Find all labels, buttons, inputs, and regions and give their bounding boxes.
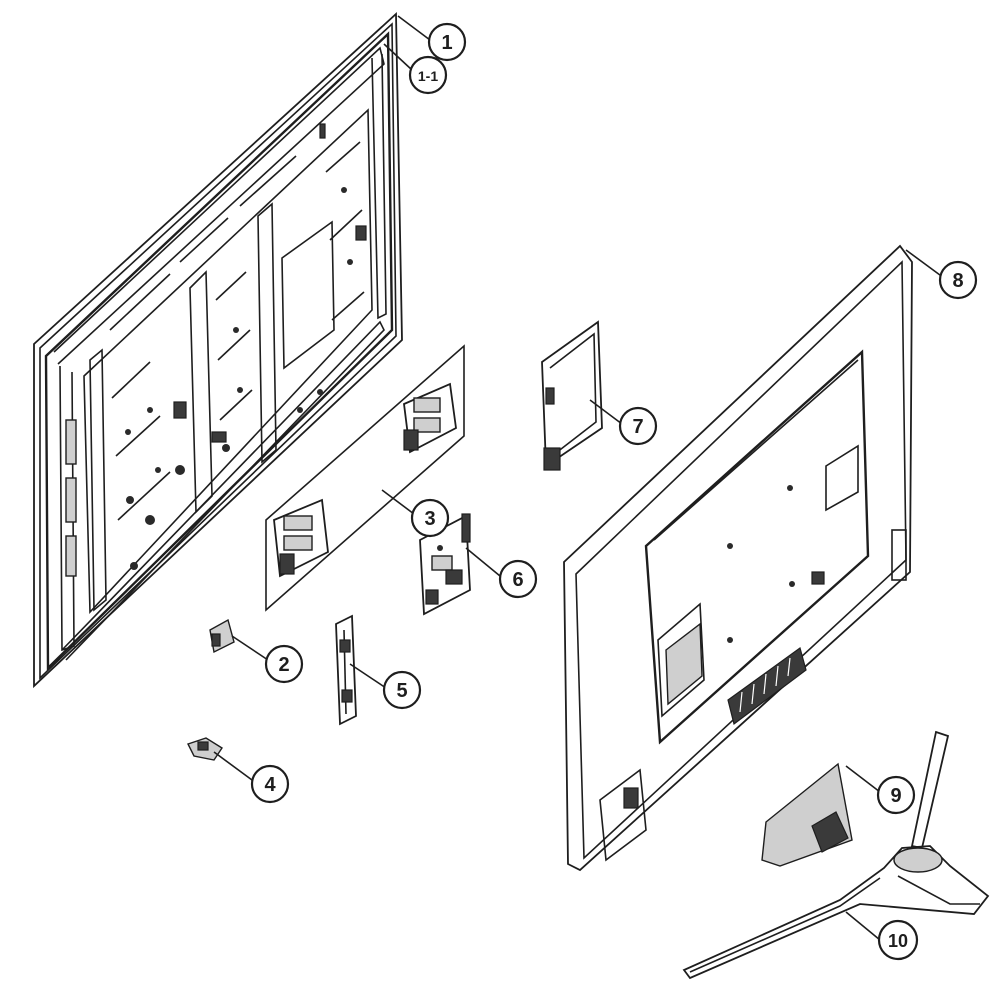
part-3-board-upper (403, 382, 457, 454)
part-8-back-cover (563, 244, 913, 872)
callout-5-label: 5 (396, 680, 407, 702)
callout-10-label: 10 (888, 931, 908, 951)
callout-4-label: 4 (264, 774, 276, 796)
callout-2-label: 2 (278, 654, 289, 676)
callout-1: 1 (427, 22, 467, 62)
part-6-main-board (419, 513, 471, 616)
part-4-clip (187, 737, 223, 761)
callout-7: 7 (618, 406, 658, 446)
callout-3-label: 3 (424, 508, 435, 530)
callout-8: 8 (938, 260, 978, 300)
callout-2: 2 (264, 644, 304, 684)
part-10-stand-base (682, 730, 990, 980)
part-9-stand-neck (761, 762, 853, 867)
callout-1-1-label: 1-1 (418, 68, 438, 84)
callout-3: 3 (410, 498, 450, 538)
callout-1-label: 1 (441, 32, 452, 54)
part-5-key-board (335, 614, 357, 726)
callout-5: 5 (382, 670, 422, 710)
callout-6-label: 6 (512, 569, 523, 591)
callout-9: 9 (876, 775, 916, 815)
callout-7-label: 7 (632, 416, 643, 438)
callout-8-label: 8 (952, 270, 963, 292)
part-1-panel-assembly (33, 11, 403, 689)
part-2-small-bracket (209, 618, 235, 654)
leader-lines (213, 15, 945, 941)
callout-10: 10 (877, 919, 919, 961)
part-7-power-board (541, 320, 603, 471)
part-8-vents (727, 647, 807, 726)
callout-4: 4 (250, 764, 290, 804)
callout-9-label: 9 (890, 785, 901, 807)
part-3-board-group (265, 344, 465, 612)
part-3-board-lower (273, 498, 329, 578)
callout-1-1: 1-1 (408, 55, 448, 95)
callout-6: 6 (498, 559, 538, 599)
